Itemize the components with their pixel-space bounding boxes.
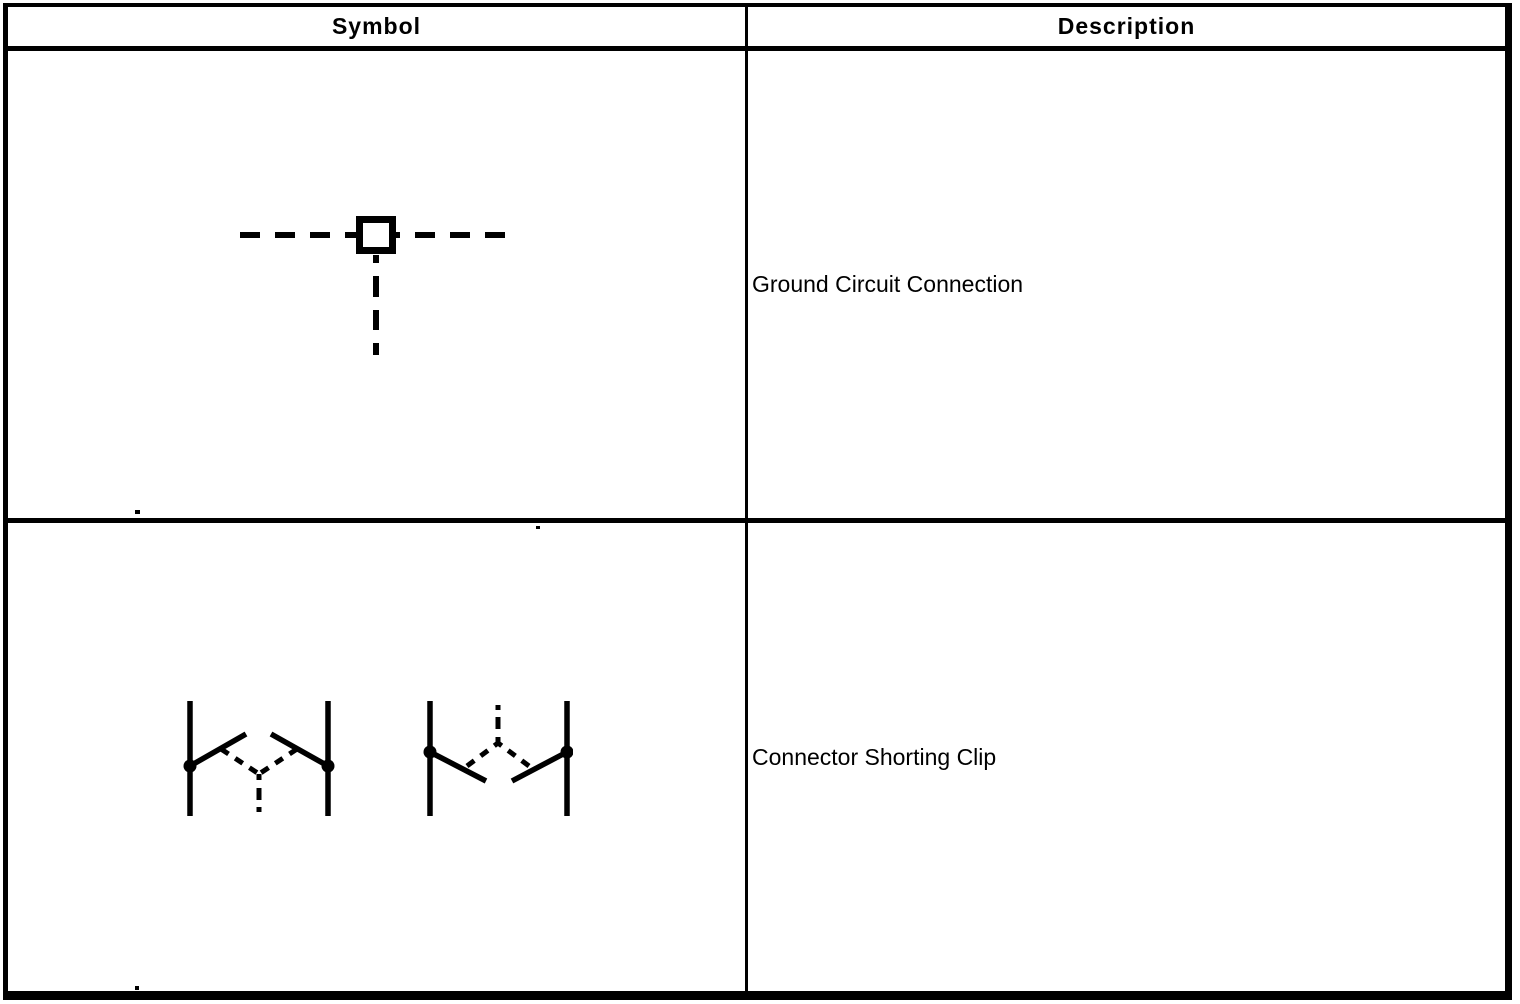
clip-arm-solid-left [188,731,247,769]
clip-arm-solid-right [269,731,329,769]
description-text-row-1: Ground Circuit Connection [752,271,1024,297]
description-column-header-label: Description [1057,13,1196,39]
symbol-cell-row-2 [8,523,748,991]
connector-shorting-clip-symbol-icon [183,701,573,816]
clip-arm-dashed-left [465,740,499,769]
scan-speck [135,986,139,990]
ground-circuit-connection-symbol-icon [240,215,513,358]
description-cell-row-2: Connector Shorting Clip [748,523,1505,991]
scan-speck [135,510,140,514]
clip-arm-dashed-right [496,740,530,769]
shorting-clip-left-variant [183,701,334,816]
scan-speck [536,526,540,529]
symbol-column-header: Symbol [8,7,748,51]
shorting-clip-right-variant [423,701,573,816]
clip-arm-solid-right [510,749,568,784]
clip-arm-solid-left [428,749,487,784]
description-cell-row-1: Ground Circuit Connection [748,51,1505,523]
description-column-header: Description [748,7,1505,51]
description-text-row-2: Connector Shorting Clip [752,743,997,770]
clip-arm-dashed-left [219,746,260,777]
clip-arm-dashed-right [257,746,298,777]
symbol-cell-row-1 [8,51,748,523]
symbol-column-header-label: Symbol [331,13,422,39]
symbols-legend-table: Symbol Description Ground Circuit Connec… [3,3,1512,1000]
ground-splice-square [356,215,396,254]
